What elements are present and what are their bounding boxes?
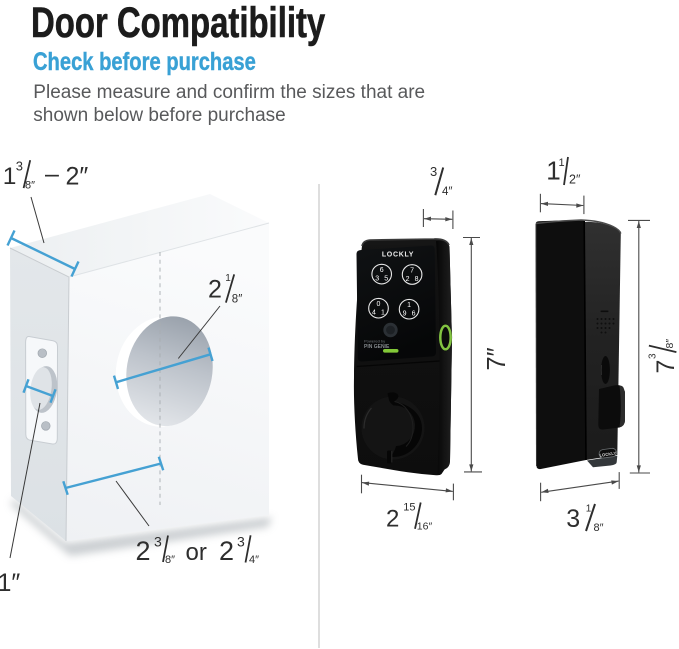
svg-text:2: 2 (386, 506, 399, 533)
svg-text:7: 7 (652, 360, 679, 374)
svg-text:2: 2 (219, 536, 234, 566)
svg-text:8: 8 (415, 276, 419, 283)
svg-text:1: 1 (407, 302, 411, 309)
svg-text:8″: 8″ (232, 293, 242, 305)
svg-text:8″: 8″ (25, 180, 35, 192)
svg-text:–: – (45, 160, 59, 188)
svg-text:4: 4 (372, 310, 376, 317)
svg-text:LOCKLY: LOCKLY (382, 252, 414, 259)
svg-text:1: 1 (3, 163, 17, 190)
svg-text:4″: 4″ (249, 554, 259, 566)
svg-text:1: 1 (559, 157, 565, 169)
svg-text:1: 1 (586, 504, 592, 515)
svg-text:5: 5 (384, 276, 388, 283)
svg-text:PIN GENIE: PIN GENIE (364, 344, 390, 350)
svg-text:3: 3 (430, 164, 437, 179)
svg-text:or: or (186, 539, 207, 566)
svg-text:Powered by: Powered by (364, 339, 385, 344)
svg-text:9: 9 (403, 311, 407, 318)
svg-text:3: 3 (154, 534, 162, 550)
svg-text:3: 3 (16, 159, 23, 174)
svg-text:7: 7 (410, 267, 414, 274)
svg-text:8″: 8″ (165, 554, 175, 566)
svg-text:1: 1 (546, 156, 560, 186)
svg-text:7″: 7″ (483, 347, 511, 370)
svg-text:8″: 8″ (664, 339, 676, 349)
svg-text:1″: 1″ (0, 569, 20, 597)
svg-text:4″: 4″ (442, 186, 452, 198)
svg-text:1: 1 (381, 310, 385, 317)
svg-text:15: 15 (403, 502, 415, 514)
svg-text:16″: 16″ (417, 521, 433, 533)
svg-text:6: 6 (380, 267, 384, 274)
svg-text:0: 0 (377, 301, 381, 308)
svg-text:2: 2 (136, 536, 151, 566)
svg-text:3: 3 (375, 276, 379, 283)
svg-text:6: 6 (412, 311, 416, 318)
svg-text:3: 3 (566, 505, 580, 533)
svg-text:8″: 8″ (594, 522, 604, 534)
svg-text:2″: 2″ (66, 163, 89, 191)
svg-text:2″: 2″ (569, 173, 581, 187)
svg-text:3: 3 (648, 353, 659, 359)
svg-text:1: 1 (225, 273, 231, 284)
svg-text:2: 2 (208, 276, 222, 304)
svg-text:2: 2 (406, 276, 410, 283)
svg-text:LOCKLY: LOCKLY (599, 450, 617, 457)
svg-text:3: 3 (237, 534, 245, 550)
